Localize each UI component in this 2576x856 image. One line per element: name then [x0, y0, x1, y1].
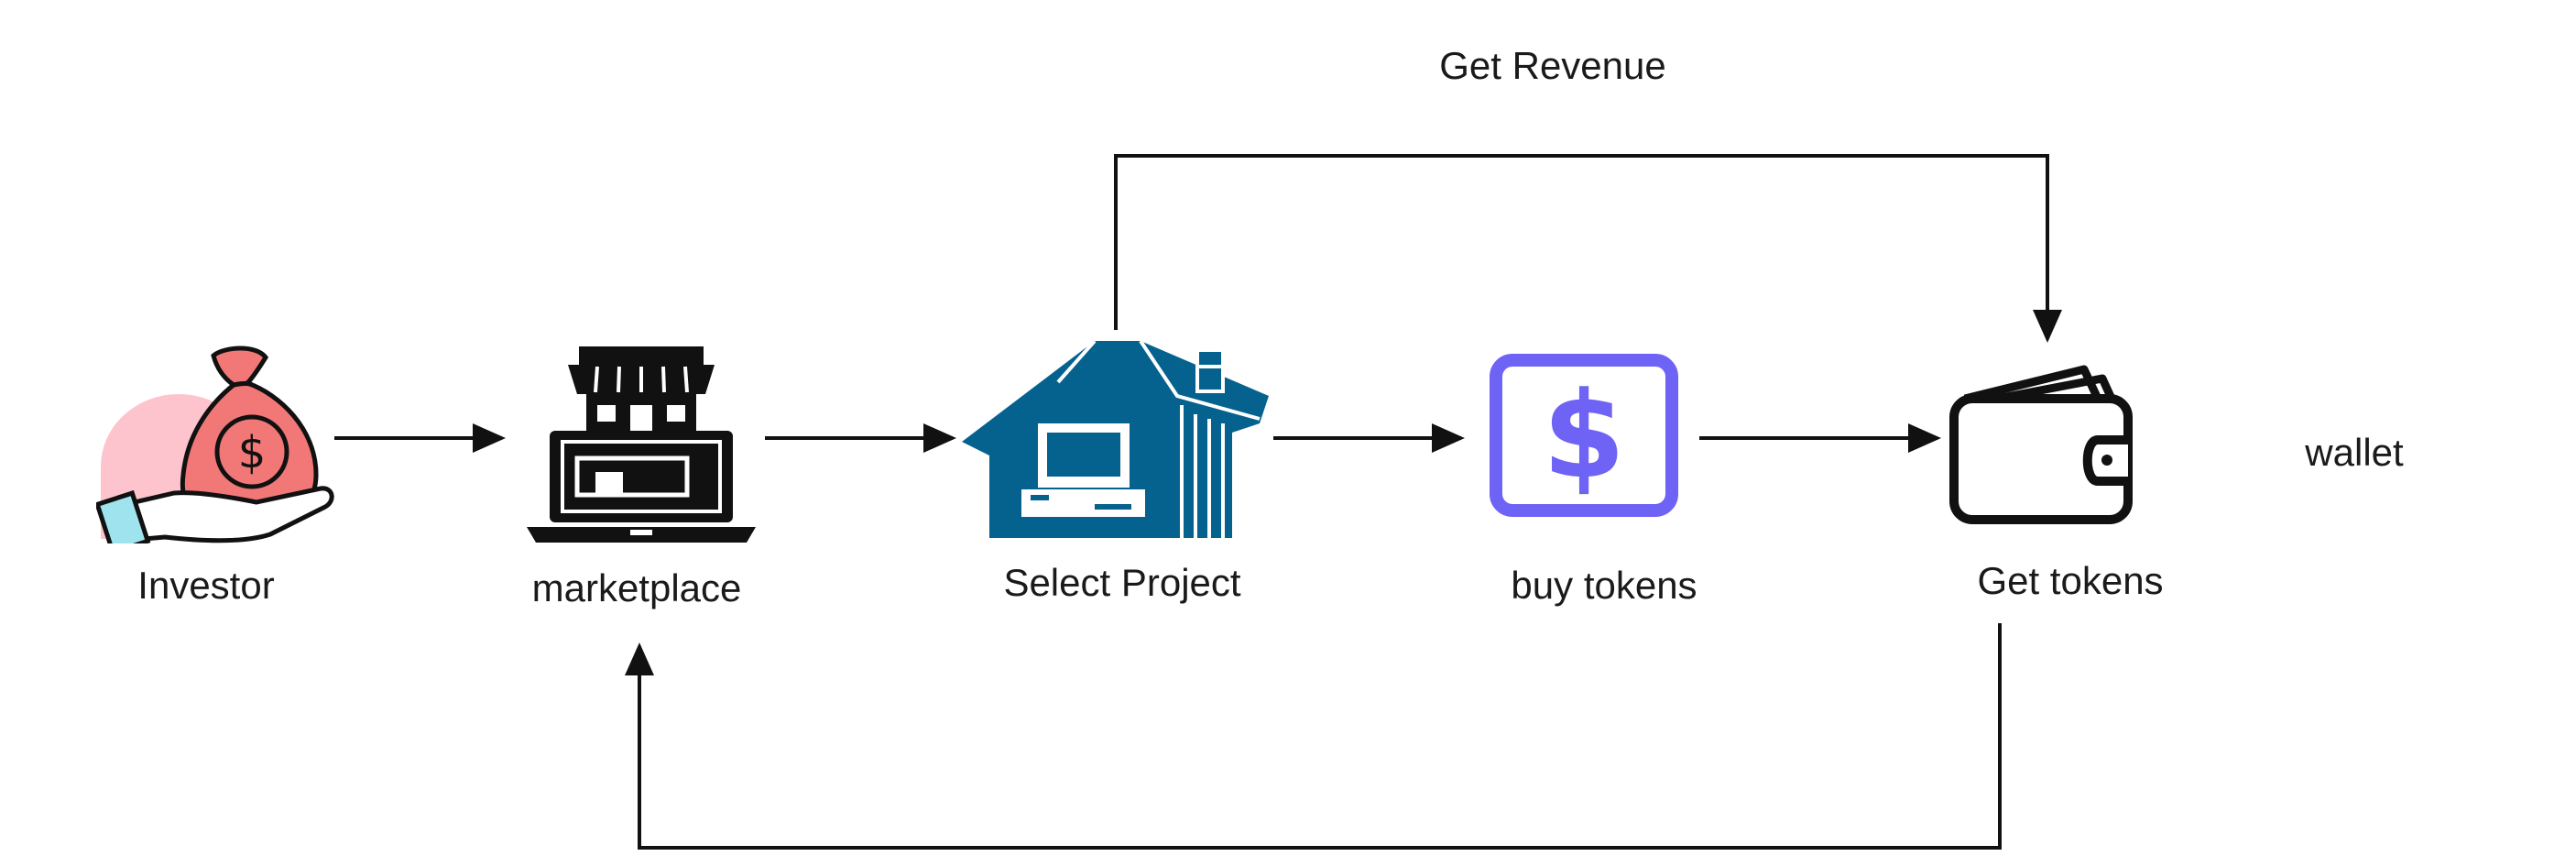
arrow-return-to-marketplace [625, 623, 2002, 850]
dollar-token-icon: $ [1490, 354, 1678, 517]
label-marketplace: marketplace [531, 566, 742, 609]
arrow-get-revenue [1114, 154, 2062, 343]
money-bag-hand-icon: $ [96, 346, 334, 543]
label-select-project: Select Project [1003, 561, 1241, 604]
label-wallet: wallet [2305, 431, 2404, 474]
storefront-laptop-icon [527, 346, 756, 543]
label-get-tokens: Get tokens [1977, 559, 2164, 602]
label-investor: Investor [137, 564, 275, 607]
house-computer-icon [962, 339, 1269, 538]
svg-text:$: $ [238, 427, 267, 478]
label-get-revenue: Get Revenue [1439, 44, 1666, 87]
wallet-icon [1949, 365, 2133, 524]
svg-text:$: $ [1543, 366, 1625, 505]
label-buy-tokens: buy tokens [1511, 564, 1697, 607]
